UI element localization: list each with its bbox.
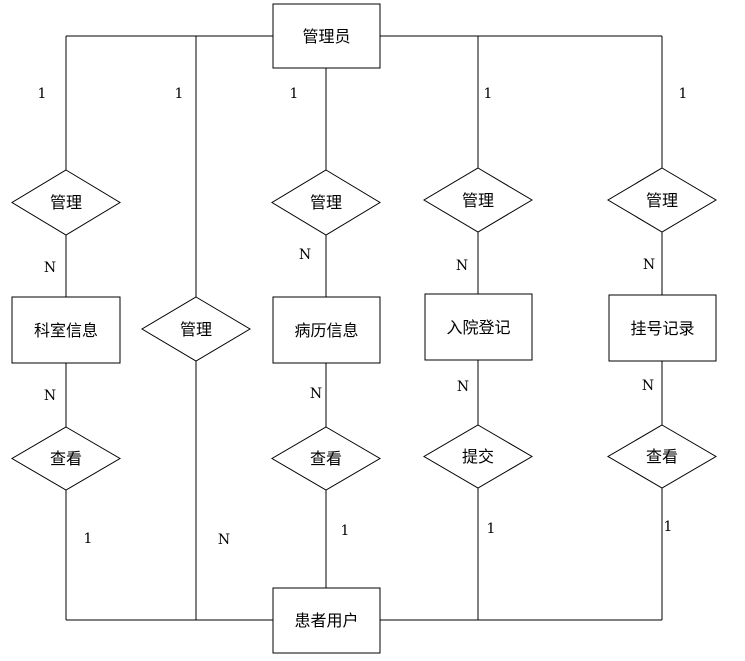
relationship-submit-admission[interactable]: 提交 — [423, 424, 533, 489]
edges — [65, 35, 663, 621]
card-admission-low: N — [457, 379, 469, 395]
card-record-mid: N — [299, 247, 311, 263]
relationship-manage-admission-label: 管理 — [462, 191, 494, 210]
relationship-manage-admission[interactable]: 管理 — [423, 167, 533, 233]
relationship-view-dept[interactable]: 查看 — [11, 426, 121, 491]
relationship-manage-patient[interactable]: 管理 — [141, 296, 251, 362]
card-dept-bottom: 1 — [84, 531, 93, 547]
entity-register-label: 挂号记录 — [630, 319, 694, 338]
relationship-submit-admission-label: 提交 — [462, 447, 494, 466]
card-admission-mid: N — [456, 258, 468, 274]
relationship-manage-record[interactable]: 管理 — [271, 169, 381, 236]
card-register-bottom: 1 — [664, 519, 673, 535]
entity-admission[interactable]: 入院登记 — [424, 293, 533, 361]
card-record-low: N — [310, 386, 322, 402]
card-admission-bottom: 1 — [487, 521, 496, 537]
card-register-low: N — [642, 378, 654, 394]
entity-admission-label: 入院登记 — [446, 318, 510, 337]
entity-dept-label: 科室信息 — [34, 321, 98, 340]
relationship-manage-record-label: 管理 — [310, 193, 342, 212]
entity-patient-label: 患者用户 — [294, 611, 358, 630]
card-record-bottom: 1 — [341, 523, 350, 539]
relationship-view-record-label: 查看 — [310, 449, 342, 468]
card-dept-low: N — [44, 388, 56, 404]
entity-admin-label: 管理员 — [302, 27, 350, 46]
card-patient-bottom: N — [218, 532, 230, 548]
card-dept-mid: N — [44, 260, 56, 276]
relationship-view-record[interactable]: 查看 — [271, 426, 381, 491]
card-patient-top: 1 — [175, 86, 184, 102]
card-register-mid: N — [643, 257, 655, 273]
entity-patient[interactable]: 患者用户 — [272, 587, 381, 654]
entity-admin[interactable]: 管理员 — [272, 3, 381, 69]
relationship-manage-register[interactable]: 管理 — [607, 167, 717, 233]
entity-record-label: 病历信息 — [294, 321, 358, 340]
entity-register[interactable]: 挂号记录 — [608, 294, 717, 362]
card-register-top: 1 — [679, 86, 688, 102]
card-admission-top: 1 — [484, 86, 493, 102]
relationship-manage-register-label: 管理 — [646, 191, 678, 210]
relationship-manage-patient-label: 管理 — [180, 320, 212, 339]
entity-dept[interactable]: 科室信息 — [11, 296, 121, 364]
relationship-manage-dept[interactable]: 管理 — [11, 169, 121, 236]
card-record-top: 1 — [290, 86, 299, 102]
cardinality-labels: 1 1 1 1 1 N N N N N N N N 1 N 1 1 1 — [38, 86, 688, 548]
relationship-view-dept-label: 查看 — [50, 449, 82, 468]
relationship-view-register[interactable]: 查看 — [607, 424, 717, 489]
relationship-view-register-label: 查看 — [646, 447, 678, 466]
relationship-manage-dept-label: 管理 — [50, 193, 82, 212]
card-dept-top: 1 — [38, 86, 47, 102]
entity-record[interactable]: 病历信息 — [272, 296, 381, 364]
